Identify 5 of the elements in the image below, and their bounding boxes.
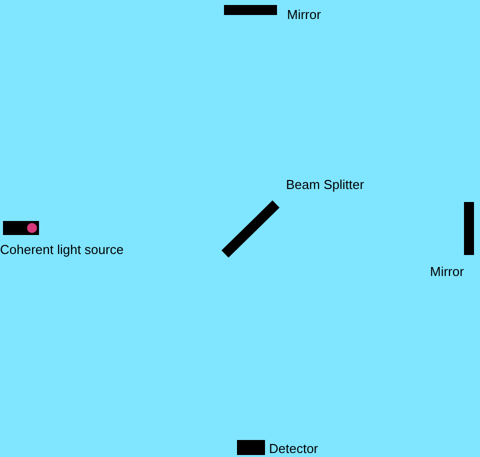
component-label: Detector (269, 441, 318, 456)
component-label: Mirror (430, 264, 464, 279)
component-label: Mirror (287, 7, 321, 22)
component-label: Beam Splitter (286, 177, 364, 192)
component-label: Coherent light source (0, 242, 124, 257)
